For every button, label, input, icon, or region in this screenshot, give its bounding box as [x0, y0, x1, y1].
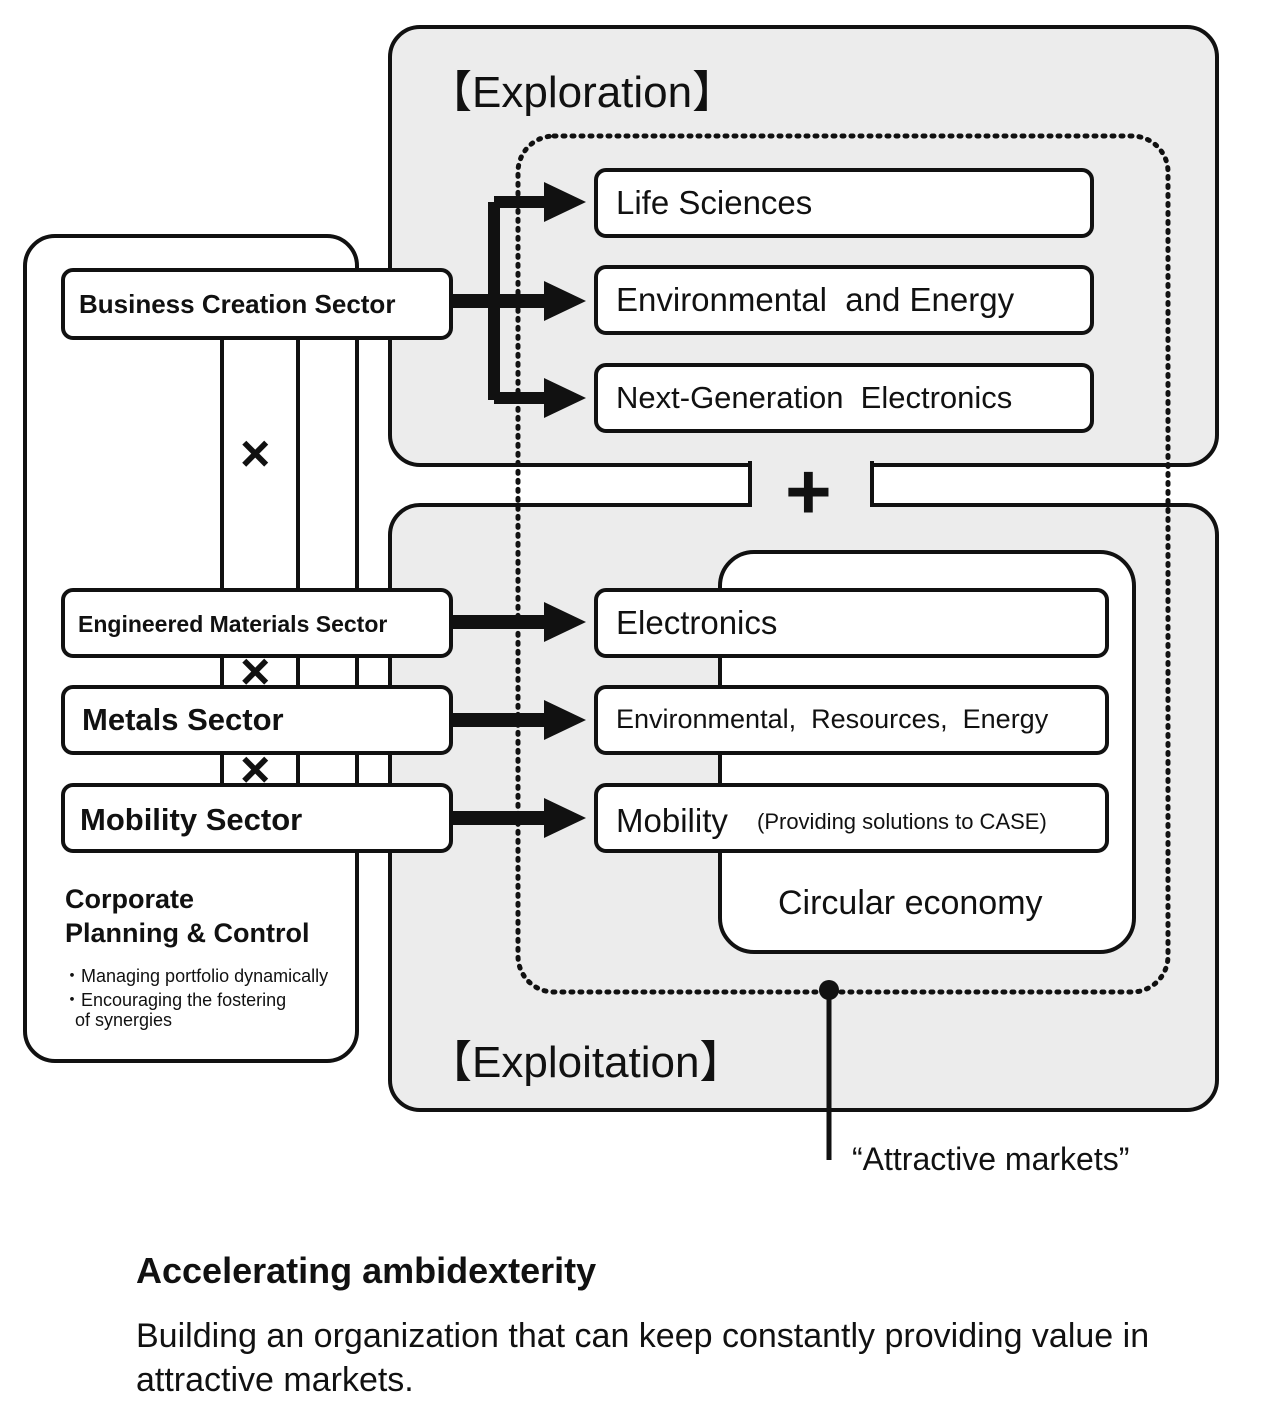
market-electronics: Electronics [616, 604, 778, 641]
market-box-life-sciences [594, 168, 1094, 238]
market-box-next-gen-electronics [594, 363, 1094, 433]
attractive-markets-label: “Attractive markets” [852, 1141, 1130, 1177]
market-mobility-note: (Providing solutions to CASE) [757, 809, 1047, 834]
attractive-markets-pointer-dot [819, 980, 839, 1000]
panel-connector [750, 461, 872, 509]
corporate-bullet-3: of synergies [75, 1010, 173, 1030]
corporate-title-line2: Planning & Control [65, 918, 310, 948]
market-next-gen-electronics: Next-Generation Electronics [616, 380, 1013, 415]
cross-symbol-3: × [240, 741, 271, 799]
market-life-sciences: Life Sciences [616, 184, 813, 221]
ambidexterity-diagram [23, 25, 1219, 1160]
exploration-title: 【Exploration】 [428, 68, 737, 117]
exploitation-title: 【Exploitation】 [428, 1038, 744, 1087]
business-creation-arrows [451, 182, 586, 418]
footer-description: Building an organization that can keep c… [136, 1317, 1150, 1399]
market-box-environmental-energy [594, 265, 1094, 335]
attractive-markets-boundary [515, 133, 1171, 995]
metals-sector-label: Metals Sector [82, 702, 284, 737]
footer-title: Accelerating ambidexterity [136, 1250, 597, 1291]
market-box-electronics [594, 588, 1109, 658]
business-creation-sector-label: Business Creation Sector [79, 289, 396, 319]
corporate-title-line1: Corporate [65, 884, 195, 914]
cross-symbol-1: × [240, 425, 271, 483]
market-box-environmental-resources-energy [594, 685, 1109, 755]
cross-symbol-2: × [240, 643, 271, 701]
engineered-materials-sector-label: Engineered Materials Sector [78, 611, 388, 637]
corporate-bullet-2: ・Encouraging the fostering [63, 990, 287, 1010]
market-environmental-energy: Environmental and Energy [616, 281, 1015, 318]
mobility-sector-label: Mobility Sector [80, 802, 303, 837]
market-environmental-resources-energy: Environmental, Resources, Energy [616, 704, 1049, 734]
market-mobility: Mobility [616, 802, 728, 839]
corporate-bullet-1: ・Managing portfolio dynamically [63, 966, 329, 986]
plus-symbol: + [785, 447, 832, 536]
exploitation-arrows [451, 602, 586, 838]
circular-economy-label: Circular economy [778, 884, 1043, 922]
market-box-mobility [594, 783, 1109, 853]
